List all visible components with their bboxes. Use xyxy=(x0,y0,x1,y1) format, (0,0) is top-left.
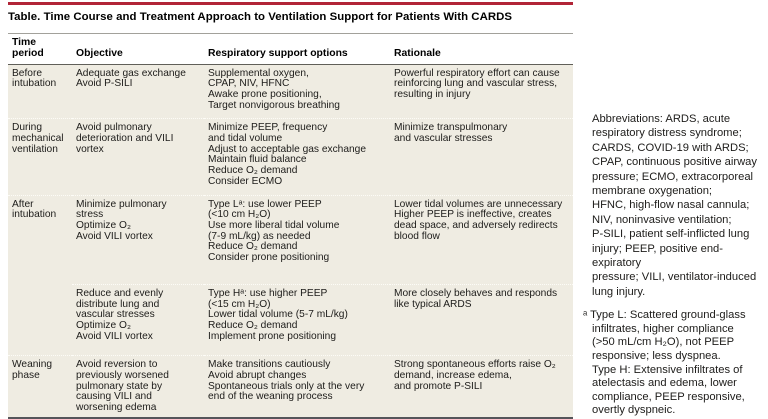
cell-objective: Adequate gas exchange Avoid P-SILI xyxy=(72,64,204,119)
cell-objective: Avoid pulmonary deterioration and VILI v… xyxy=(72,118,204,196)
cell-objective: Minimize pulmonary stress Optimize O₂ Av… xyxy=(72,194,204,285)
ventilation-support-table: Time period Objective Respiratory suppor… xyxy=(8,32,573,419)
cell-options: Make transitions cautiously Avoid abrupt… xyxy=(204,355,390,418)
table-row-after-intubation-type-h: Reduce and evenly distribute lung and va… xyxy=(8,283,573,356)
cell-time-period: During mechanical ventilation xyxy=(8,118,72,196)
table-row-before-intubation: Before intubation Adequate gas exchange … xyxy=(8,64,573,119)
table-title: Table. Time Course and Treatment Approac… xyxy=(8,11,513,23)
table-row-after-intubation-type-l: After intubation Minimize pulmonary stre… xyxy=(8,194,573,356)
cell-objective: Reduce and evenly distribute lung and va… xyxy=(72,283,204,356)
table-container: Table. Time Course and Treatment Approac… xyxy=(8,2,573,419)
cell-rationale: More closely behaves and responds like t… xyxy=(390,283,573,356)
cell-options: Minimize PEEP, frequency and tidal volum… xyxy=(204,118,390,196)
column-header-respiratory-support-options: Respiratory support options xyxy=(204,32,390,65)
cell-options: Type Lᵃ: use lower PEEP (<10 cm H₂O) Use… xyxy=(204,194,390,285)
cell-options: Type Hᵃ: use higher PEEP (<15 cm H₂O) Lo… xyxy=(204,283,390,356)
cell-time-period: After intubation xyxy=(8,194,72,356)
notes-panel: Abbreviations: ARDS, acute respiratory d… xyxy=(583,112,765,418)
column-header-objective: Objective xyxy=(72,32,204,65)
cell-rationale: Strong spontaneous efforts raise O₂ dema… xyxy=(390,355,573,418)
cell-time-period: Before intubation xyxy=(8,64,72,119)
cell-options: Supplemental oxygen, CPAP, NIV, HFNC Awa… xyxy=(204,64,390,119)
cell-objective: Avoid reversion to previously worsened p… xyxy=(72,355,204,418)
footnote-text: ᵃ Type L: Scattered ground-glass infiltr… xyxy=(583,309,746,417)
header-row: Time period Objective Respiratory suppor… xyxy=(8,32,573,65)
cell-rationale: Powerful respiratory effort can cause re… xyxy=(390,64,573,119)
table-row-during-mechanical-ventilation: During mechanical ventilation Avoid pulm… xyxy=(8,118,573,196)
cell-rationale: Lower tidal volumes are unnecessary High… xyxy=(390,194,573,285)
cell-time-period: Weaning phase xyxy=(8,355,72,418)
table-top-rule xyxy=(8,2,573,5)
column-header-time-period: Time period xyxy=(8,32,72,65)
column-header-rationale: Rationale xyxy=(390,32,573,65)
table-row-weaning-phase: Weaning phase Avoid reversion to previou… xyxy=(8,355,573,418)
abbreviations-text: Abbreviations: ARDS, acute respiratory d… xyxy=(592,113,757,298)
cell-rationale: Minimize transpulmonary and vascular str… xyxy=(390,118,573,196)
